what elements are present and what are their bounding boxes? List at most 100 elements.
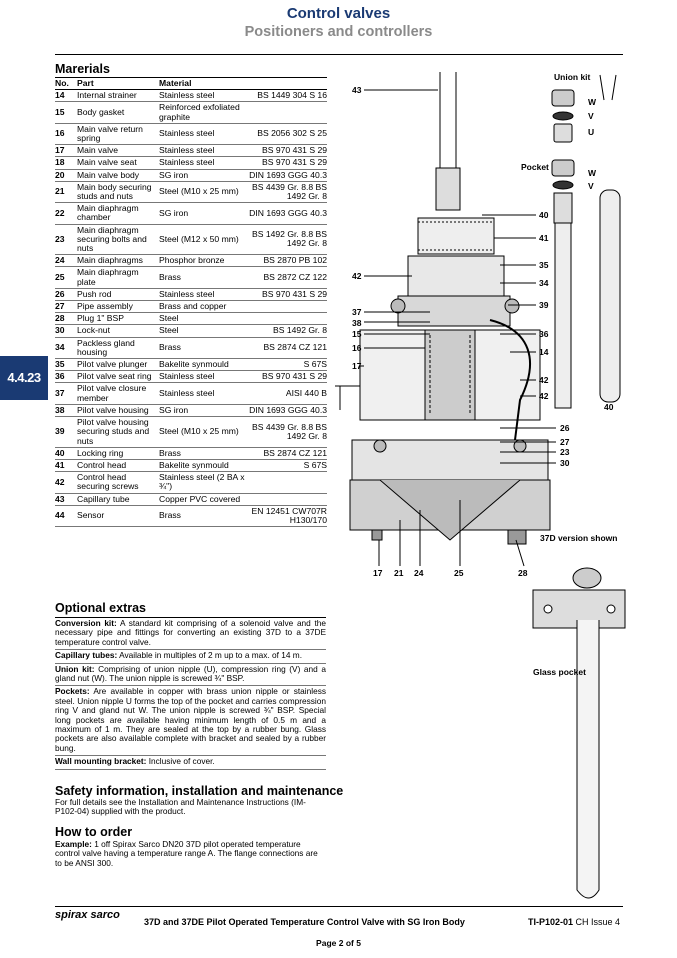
callout-16: 16 [352,343,362,353]
cell-spec: BS 2872 CZ 122 [249,266,327,289]
cell-part: Pilot valve housing [77,404,159,418]
cell-material: Steel (M10 x 25 mm) [159,416,249,448]
safety-text: For full details see the Installation an… [55,797,306,817]
callout-40: 40 [539,210,549,220]
extras-item: Pockets: Are available in copper with br… [55,686,326,757]
cell-spec: S 67S [249,459,327,473]
callout-37: 37 [352,307,362,317]
extras-text: Are available in copper with brass union… [55,686,326,753]
extras-item: Conversion kit: A standard kit comprisin… [55,618,326,651]
cell-part: Main diaphragm plate [77,266,159,289]
callout-17-bottom: 17 [373,568,383,578]
cell-part: Sensor [77,505,159,528]
cell-spec: DIN 1693 GGG 40.3 [249,202,327,225]
cell-spec: EN 12451 CW707R H130/170 [249,505,327,528]
order-term: Example: [55,839,92,849]
cell-material: Stainless steel [159,89,249,103]
extras-term: Wall mounting bracket: [55,756,147,767]
cell-no: 38 [55,404,77,418]
cell-material: Steel [159,312,249,326]
cell-spec [249,300,327,314]
cell-spec: BS 970 431 S 29 [249,156,327,170]
cell-part: Control head securing screws [77,471,159,494]
cell-material: Brass [159,447,249,460]
cell-spec: BS 970 431 S 29 [249,144,327,158]
callout-36: 36 [539,329,549,339]
cell-spec [249,471,327,494]
sensor-head [435,167,461,211]
cell-material: Brass [159,337,249,360]
callout-43: 43 [352,85,362,95]
cell-spec: BS 2874 CZ 121 [249,447,327,460]
callout-14: 14 [539,347,549,357]
materials-heading: Marerials [55,62,110,76]
callout-40-b: 40 [604,402,614,412]
cell-part: Internal strainer [77,89,159,103]
cell-part: Main valve [77,144,159,158]
cell-material: Brass and copper [159,300,249,314]
cell-part: Pilot valve closure member [77,382,159,405]
callout-24: 24 [414,568,424,578]
callout-34: 34 [539,278,549,288]
cell-no: 41 [55,459,77,473]
col-material: Material [159,76,327,91]
spirax-sarco-logo: spirax sarco [55,909,120,921]
cell-spec: BS 1492 Gr. 8 [249,324,327,338]
cell-material: Stainless steel [159,288,249,302]
callout-39: 39 [539,300,549,310]
callout-41: 41 [539,233,549,243]
order-heading: How to order [55,825,133,839]
footer-rule [55,906,623,907]
cell-no: 24 [55,254,77,268]
cell-part: Main valve body [77,169,159,182]
callout-42: 42 [352,271,362,281]
cell-part: Pilot valve plunger [77,358,159,372]
cell-material: Stainless steel [159,370,249,384]
pocket-tube [554,222,572,409]
glass-pocket-label: Glass pocket [533,667,586,677]
order-body: 1 off Spirax Sarco DN20 37D pilot operat… [55,839,318,868]
extras-term: Conversion kit: [55,618,117,628]
cell-material: Steel (M10 x 25 mm) [159,181,249,204]
cell-no: 39 [55,416,77,448]
cell-material: Stainless steel [159,156,249,170]
control-head [417,217,495,255]
extras-term: Pockets: [55,686,90,697]
cell-part: Pilot valve seat ring [77,370,159,384]
cell-part: Main diaphragm chamber [77,202,159,225]
cell-part: Plug 1" BSP [77,312,159,326]
extras-item: Wall mounting bracket: Inclusive of cove… [55,756,326,770]
cell-part: Packless gland housing [77,337,159,360]
cell-part: Lock-nut [77,324,159,338]
cell-material: SG iron [159,404,249,418]
cell-no: 36 [55,370,77,384]
cell-no: 20 [55,169,77,182]
letter-v: V [588,111,594,121]
cell-part: Push rod [77,288,159,302]
extras-list: Conversion kit: A standard kit comprisin… [55,617,326,770]
cell-spec: AISI 440 B [249,382,327,405]
cell-spec: BS 4439 Gr. 8.8 BS 1492 Gr. 8 [249,181,327,204]
cell-part: Pilot valve housing securing studs and n… [77,416,159,448]
cell-no: 14 [55,89,77,103]
cell-no: 17 [55,144,77,158]
callout-30: 30 [560,458,570,468]
cell-spec: DIN 1693 GGG 40.3 [249,169,327,182]
extras-text: Comprising of union nipple (U), compress… [55,663,326,684]
union-kit-label: Union kit [554,72,591,82]
callout-15: 15 [352,329,362,339]
callout-23: 23 [560,447,570,457]
cell-no: 27 [55,300,77,314]
cell-no: 18 [55,156,77,170]
